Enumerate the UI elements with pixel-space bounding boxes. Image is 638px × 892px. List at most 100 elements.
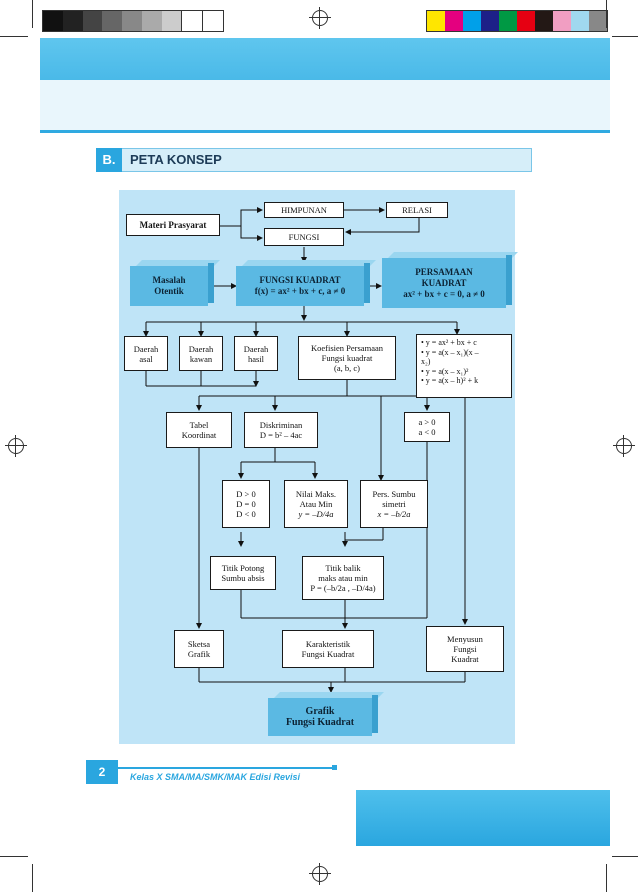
fungsi-box: FUNGSI <box>264 228 344 246</box>
crop-mark <box>0 856 28 857</box>
karakteristik-label-1: Karakteristik <box>305 639 351 649</box>
menyusun-label-1: Menyusun <box>447 634 483 644</box>
footer-rule-dot <box>332 765 337 770</box>
fungsi-kuadrat-formula: f(x) = ax² + bx + c, a ≠ 0 <box>254 286 346 296</box>
registration-mark-icon <box>309 7 331 29</box>
d-positive-label: D > 0 <box>236 489 256 499</box>
fungsi-kuadrat-label: FUNGSI KUADRAT <box>259 275 341 285</box>
page-number: 2 <box>86 760 118 784</box>
koefisien-label-2: Fungsi kuadrat <box>321 353 373 363</box>
section-number: B. <box>96 148 122 172</box>
koefisien-label-1: Koefisien Persamaan <box>311 343 383 353</box>
d-negative-label: D < 0 <box>236 509 256 519</box>
tabel-label-1: Tabel <box>189 420 209 430</box>
karakteristik-label-2: Fungsi Kuadrat <box>301 649 355 659</box>
footer-rule <box>118 767 334 769</box>
footer-banner <box>356 790 610 846</box>
a-positive-label: a > 0 <box>418 417 436 427</box>
himpunan-box: HIMPUNAN <box>264 202 344 218</box>
tabel-label-2: Koordinat <box>181 430 217 440</box>
sketsa-label: Sketsa <box>187 639 211 649</box>
form-item: x₂) <box>421 357 431 366</box>
diskriminan-formula: D = b² – 4ac <box>259 430 303 440</box>
masalah-label: Masalah <box>152 275 186 285</box>
gray-swatches <box>42 10 224 32</box>
section-title: PETA KONSEP <box>130 152 222 167</box>
header-banner-panel <box>40 80 610 130</box>
himpunan-label: HIMPUNAN <box>281 205 327 215</box>
daerah-asal-label-2: asal <box>139 353 153 364</box>
concept-map-connectors <box>143 207 468 693</box>
crop-mark <box>606 0 607 28</box>
grafik-fungsi-kuadrat-box: Grafik Fungsi Kuadrat <box>268 695 378 736</box>
form-item: • y = a(x – h)² + k <box>421 376 479 385</box>
daerah-kawan-label-1: Daerah <box>188 343 214 354</box>
fungsi-label: FUNGSI <box>288 232 320 242</box>
bentuk-fungsi-list: • y = ax² + bx + c • y = a(x – x₁)(x – x… <box>416 334 512 398</box>
sumbu-simetri-label-2: simetri <box>382 499 406 509</box>
crop-mark <box>0 36 28 37</box>
daerah-kawan-label-2: kawan <box>189 353 213 364</box>
crop-mark <box>612 36 638 37</box>
grafik-label: Grafik <box>187 649 211 659</box>
crop-mark <box>32 0 33 28</box>
titik-balik-label-2: maks atau min <box>318 573 368 583</box>
diskriminan-label: Diskriminan <box>259 420 303 430</box>
titik-balik-label-1: Titik balik <box>325 563 361 573</box>
nilai-maks-label-1: Nilai Maks. <box>295 489 337 499</box>
crop-mark <box>612 856 638 857</box>
color-swatches <box>426 10 608 32</box>
titik-potong-label-2: Sumbu absis <box>221 573 265 583</box>
materi-prasyarat-box: Materi Prasyarat <box>126 214 220 236</box>
nilai-maks-formula: y = –D/4a <box>298 509 334 519</box>
menyusun-label-2: Fungsi <box>453 644 477 654</box>
menyusun-label-3: Kuadrat <box>451 654 479 664</box>
persamaan-kuadrat-box: PERSAMAAN KUADRAT ax² + bx + c = 0, a ≠ … <box>382 255 512 308</box>
registration-mark-icon <box>5 435 27 457</box>
registration-mark-icon <box>309 863 331 885</box>
nilai-maks-label-2: Atau Min <box>299 499 333 509</box>
form-item: • y = ax² + bx + c <box>421 338 477 347</box>
fungsi-kuadrat-box: FUNGSI KUADRAT f(x) = ax² + bx + c, a ≠ … <box>236 263 370 306</box>
a-negative-label: a < 0 <box>418 427 436 437</box>
otentik-label: Otentik <box>154 286 184 296</box>
registration-mark-icon <box>613 435 635 457</box>
grafik-title-1: Grafik <box>305 706 335 717</box>
grafik-title-2: Fungsi Kuadrat <box>285 717 355 728</box>
book-title: Kelas X SMA/MA/SMK/MAK Edisi Revisi <box>130 772 301 782</box>
relasi-label: RELASI <box>402 205 432 215</box>
materi-label: Materi Prasyarat <box>139 220 207 230</box>
masalah-otentik-box: Masalah Otentik <box>130 263 214 306</box>
sumbu-simetri-label-1: Pers. Sumbu <box>372 489 416 499</box>
relasi-box: RELASI <box>386 202 448 218</box>
daerah-hasil-label-2: hasil <box>247 353 265 364</box>
form-item: • y = a(x – x₁)² <box>421 366 469 376</box>
persamaan-label: PERSAMAAN <box>415 266 473 277</box>
persamaan-kuadrat-formula: ax² + bx + c = 0, a ≠ 0 <box>403 288 485 299</box>
daerah-hasil-label-1: Daerah <box>243 343 269 354</box>
titik-potong-label-1: Titik Potong <box>221 563 265 573</box>
kuadrat-label: KUADRAT <box>421 277 467 288</box>
crop-mark <box>606 864 607 892</box>
crop-mark <box>32 864 33 892</box>
titik-balik-formula: P = (–b/2a , –D/4a) <box>310 583 376 593</box>
section-heading-bar <box>96 148 532 172</box>
daerah-asal-label-1: Daerah <box>133 343 159 354</box>
koefisien-label-3: (a, b, c) <box>334 363 360 373</box>
d-zero-label: D = 0 <box>236 499 256 509</box>
